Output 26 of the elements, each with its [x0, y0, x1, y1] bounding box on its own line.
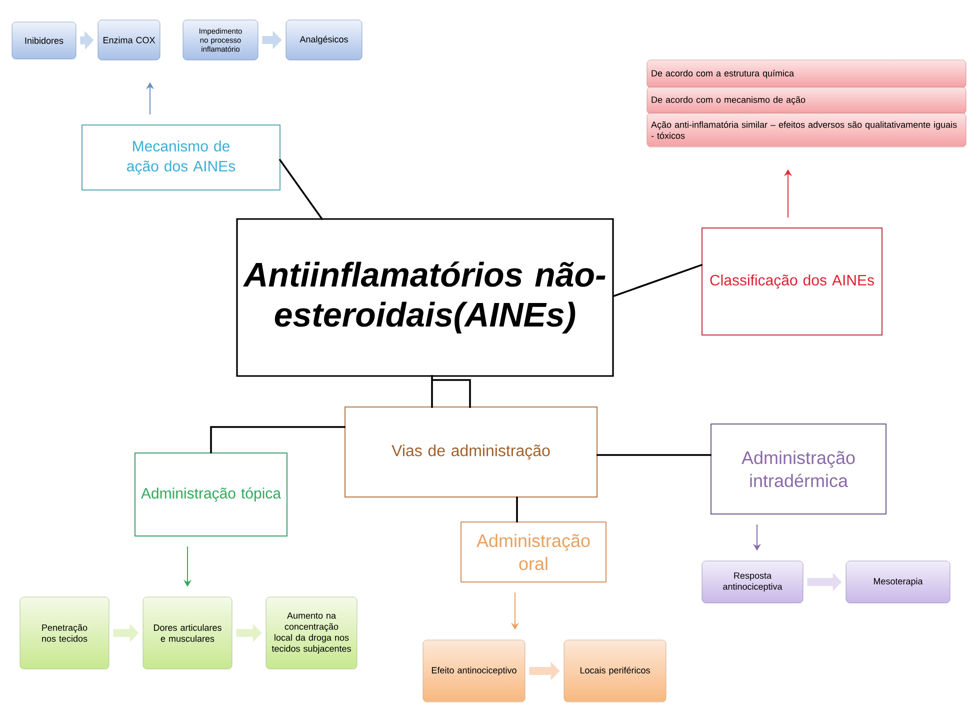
category-box: Mecanismo de ação dos AINEs [82, 124, 280, 190]
list-item-box: Ação anti-inflamatória similar – efeitos adversos são qualitativamente iguais - tóxicos [646, 112, 966, 148]
connector-line [279, 159, 323, 220]
process-box: Aumento na concentração local da droga nos tecidos subjacentes [266, 596, 358, 670]
process-box: Efeito antinociceptivo [422, 640, 526, 702]
connector-line [431, 375, 471, 408]
category-box: Classificação dos AINEs [702, 228, 882, 336]
list-item-box: De acordo com o mecanismo de ação [646, 86, 966, 114]
connector-line [516, 496, 518, 522]
process-box: Locais periféricos [564, 640, 666, 702]
connector-line [596, 454, 712, 456]
category-box: Administração tópica [134, 452, 288, 536]
category-box: Vias de administração [344, 406, 598, 498]
process-box: Penetração nos tecidos [20, 596, 110, 670]
list-item-box: De acordo com a estrutura química [646, 60, 966, 88]
process-box: Resposta antinociceptiva [702, 560, 804, 604]
category-box: Administração intradérmica [710, 424, 886, 514]
process-box: Mesoterapia [846, 560, 950, 604]
title-box: Antiinflamatórios não-esteroidais(AINEs) [236, 218, 614, 377]
process-box: Dores articulares e musculares [142, 596, 232, 670]
connector-line [210, 426, 346, 454]
connector-line [612, 264, 702, 297]
process-box: Enzima COX [98, 20, 160, 60]
process-box: Inibidores [12, 22, 76, 60]
category-box: Administração oral [460, 522, 606, 582]
process-box: Analgésicos [286, 20, 362, 60]
